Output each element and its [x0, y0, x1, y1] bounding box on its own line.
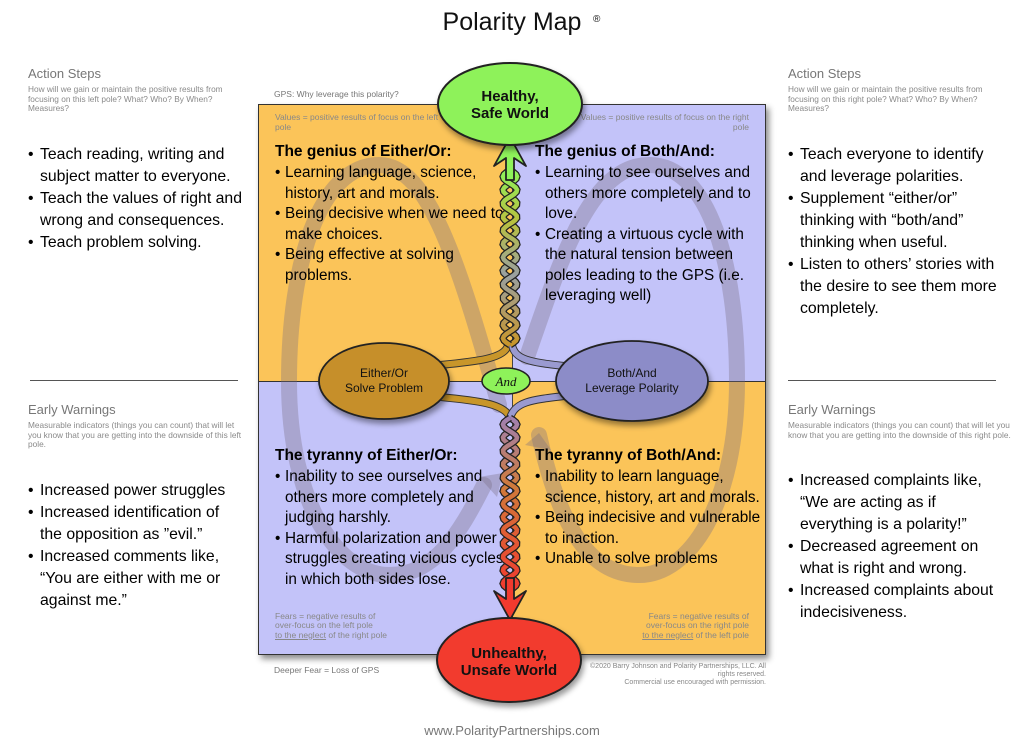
- list-item: Increased identification of the oppositi…: [28, 502, 243, 546]
- left-divider: [30, 380, 238, 381]
- list-item: Increased complaints like, “We are actin…: [788, 470, 1013, 536]
- list-item: Decreased agreement on what is right and…: [788, 536, 1013, 580]
- right-early-warnings: Early Warnings Measurable indicators (th…: [788, 402, 1013, 624]
- gps-oval-line1: Healthy,: [481, 88, 538, 105]
- tyranny-either-or: The tyranny of Either/Or: Inability to s…: [275, 447, 507, 590]
- gps-label: GPS: Why leverage this polarity?: [274, 89, 399, 99]
- left-warnings-heading: Early Warnings: [28, 402, 116, 417]
- list-item: Being indecisive and vulnerable to inact…: [535, 508, 763, 549]
- quadrant-heading: The tyranny of Either/Or:: [275, 447, 458, 464]
- left-action-steps: Action Steps How will we gain or maintai…: [28, 66, 243, 254]
- list-item: Being effective at solving problems.: [275, 245, 505, 286]
- list-item: Increased complaints about indecisivenes…: [788, 580, 1013, 624]
- list-item: Teach everyone to identify and leverage …: [788, 144, 1013, 188]
- list-item: Learning language, science, history, art…: [275, 163, 505, 204]
- quadrant-heading: The genius of Either/Or:: [275, 143, 452, 160]
- list-item: Teach the values of right and wrong and …: [28, 188, 243, 232]
- list-item: Teach reading, writing and subject matte…: [28, 144, 243, 188]
- left-warnings-list: Increased power struggles Increased iden…: [28, 480, 243, 612]
- right-action-description: How will we gain or maintain the positiv…: [788, 84, 983, 113]
- left-fears-note: Fears = negative results of over-focus o…: [275, 610, 388, 640]
- right-action-list: Teach everyone to identify and leverage …: [788, 144, 1013, 320]
- fear-oval-line2: Unsafe World: [461, 662, 557, 679]
- list-item: Increased power struggles: [28, 480, 243, 502]
- copyright-notice: ©2020 Barry Johnson and Polarity Partner…: [590, 663, 766, 686]
- list-item: Creating a virtuous cycle with the natur…: [535, 225, 763, 307]
- left-action-heading: Action Steps: [28, 66, 101, 81]
- deeper-fear-label: Deeper Fear = Loss of GPS: [274, 665, 380, 675]
- genius-either-or: The genius of Either/Or: Learning langua…: [275, 143, 505, 286]
- list-item: Supplement “either/or” thinking with “bo…: [788, 188, 1013, 254]
- list-item: Harmful polarization and power struggles…: [275, 529, 507, 591]
- left-early-warnings: Early Warnings Measurable indicators (th…: [28, 402, 243, 612]
- right-warnings-heading: Early Warnings: [788, 402, 876, 417]
- left-warnings-description: Measurable indicators (things you can co…: [28, 420, 242, 449]
- list-item: Listen to others’ stories with the desir…: [788, 254, 1013, 320]
- list-item: Inability to see ourselves and others mo…: [275, 467, 507, 529]
- list-item: Teach problem solving.: [28, 232, 243, 254]
- right-warnings-description: Measurable indicators (things you can co…: [788, 420, 1011, 440]
- left-action-description: How will we gain or maintain the positiv…: [28, 84, 223, 113]
- quadrant-heading: The genius of Both/And:: [535, 143, 715, 160]
- right-warnings-list: Increased complaints like, “We are actin…: [788, 470, 1013, 624]
- list-item: Increased comments like, “You are either…: [28, 546, 243, 612]
- genius-both-and: The genius of Both/And: Learning to see …: [535, 143, 763, 307]
- footer-url: www.PolarityPartnerships.com: [424, 723, 600, 738]
- list-item: Unable to solve problems: [535, 549, 763, 570]
- loop-arrowhead-right: [525, 433, 551, 450]
- left-values-note: Values = positive results of focus on th…: [275, 112, 439, 132]
- right-action-steps: Action Steps How will we gain or maintai…: [788, 66, 1013, 320]
- right-divider: [788, 380, 996, 381]
- registered-mark: ®: [593, 14, 601, 25]
- tyranny-both-and: The tyranny of Both/And: Inability to le…: [535, 447, 763, 570]
- list-item: Inability to learn language, science, hi…: [535, 467, 763, 508]
- page-title: Polarity Map ®: [442, 8, 601, 36]
- right-action-heading: Action Steps: [788, 66, 861, 81]
- left-action-list: Teach reading, writing and subject matte…: [28, 144, 243, 254]
- list-item: Being decisive when we need to make choi…: [275, 204, 505, 245]
- list-item: Learning to see ourselves and others mor…: [535, 163, 763, 225]
- quadrant-heading: The tyranny of Both/And:: [535, 447, 721, 464]
- right-values-note: Values = positive results of focus on th…: [580, 112, 749, 132]
- polarity-map-grid: Values = positive results of focus on th…: [258, 104, 766, 655]
- right-fears-note: Fears = negative results of over-focus o…: [642, 610, 749, 640]
